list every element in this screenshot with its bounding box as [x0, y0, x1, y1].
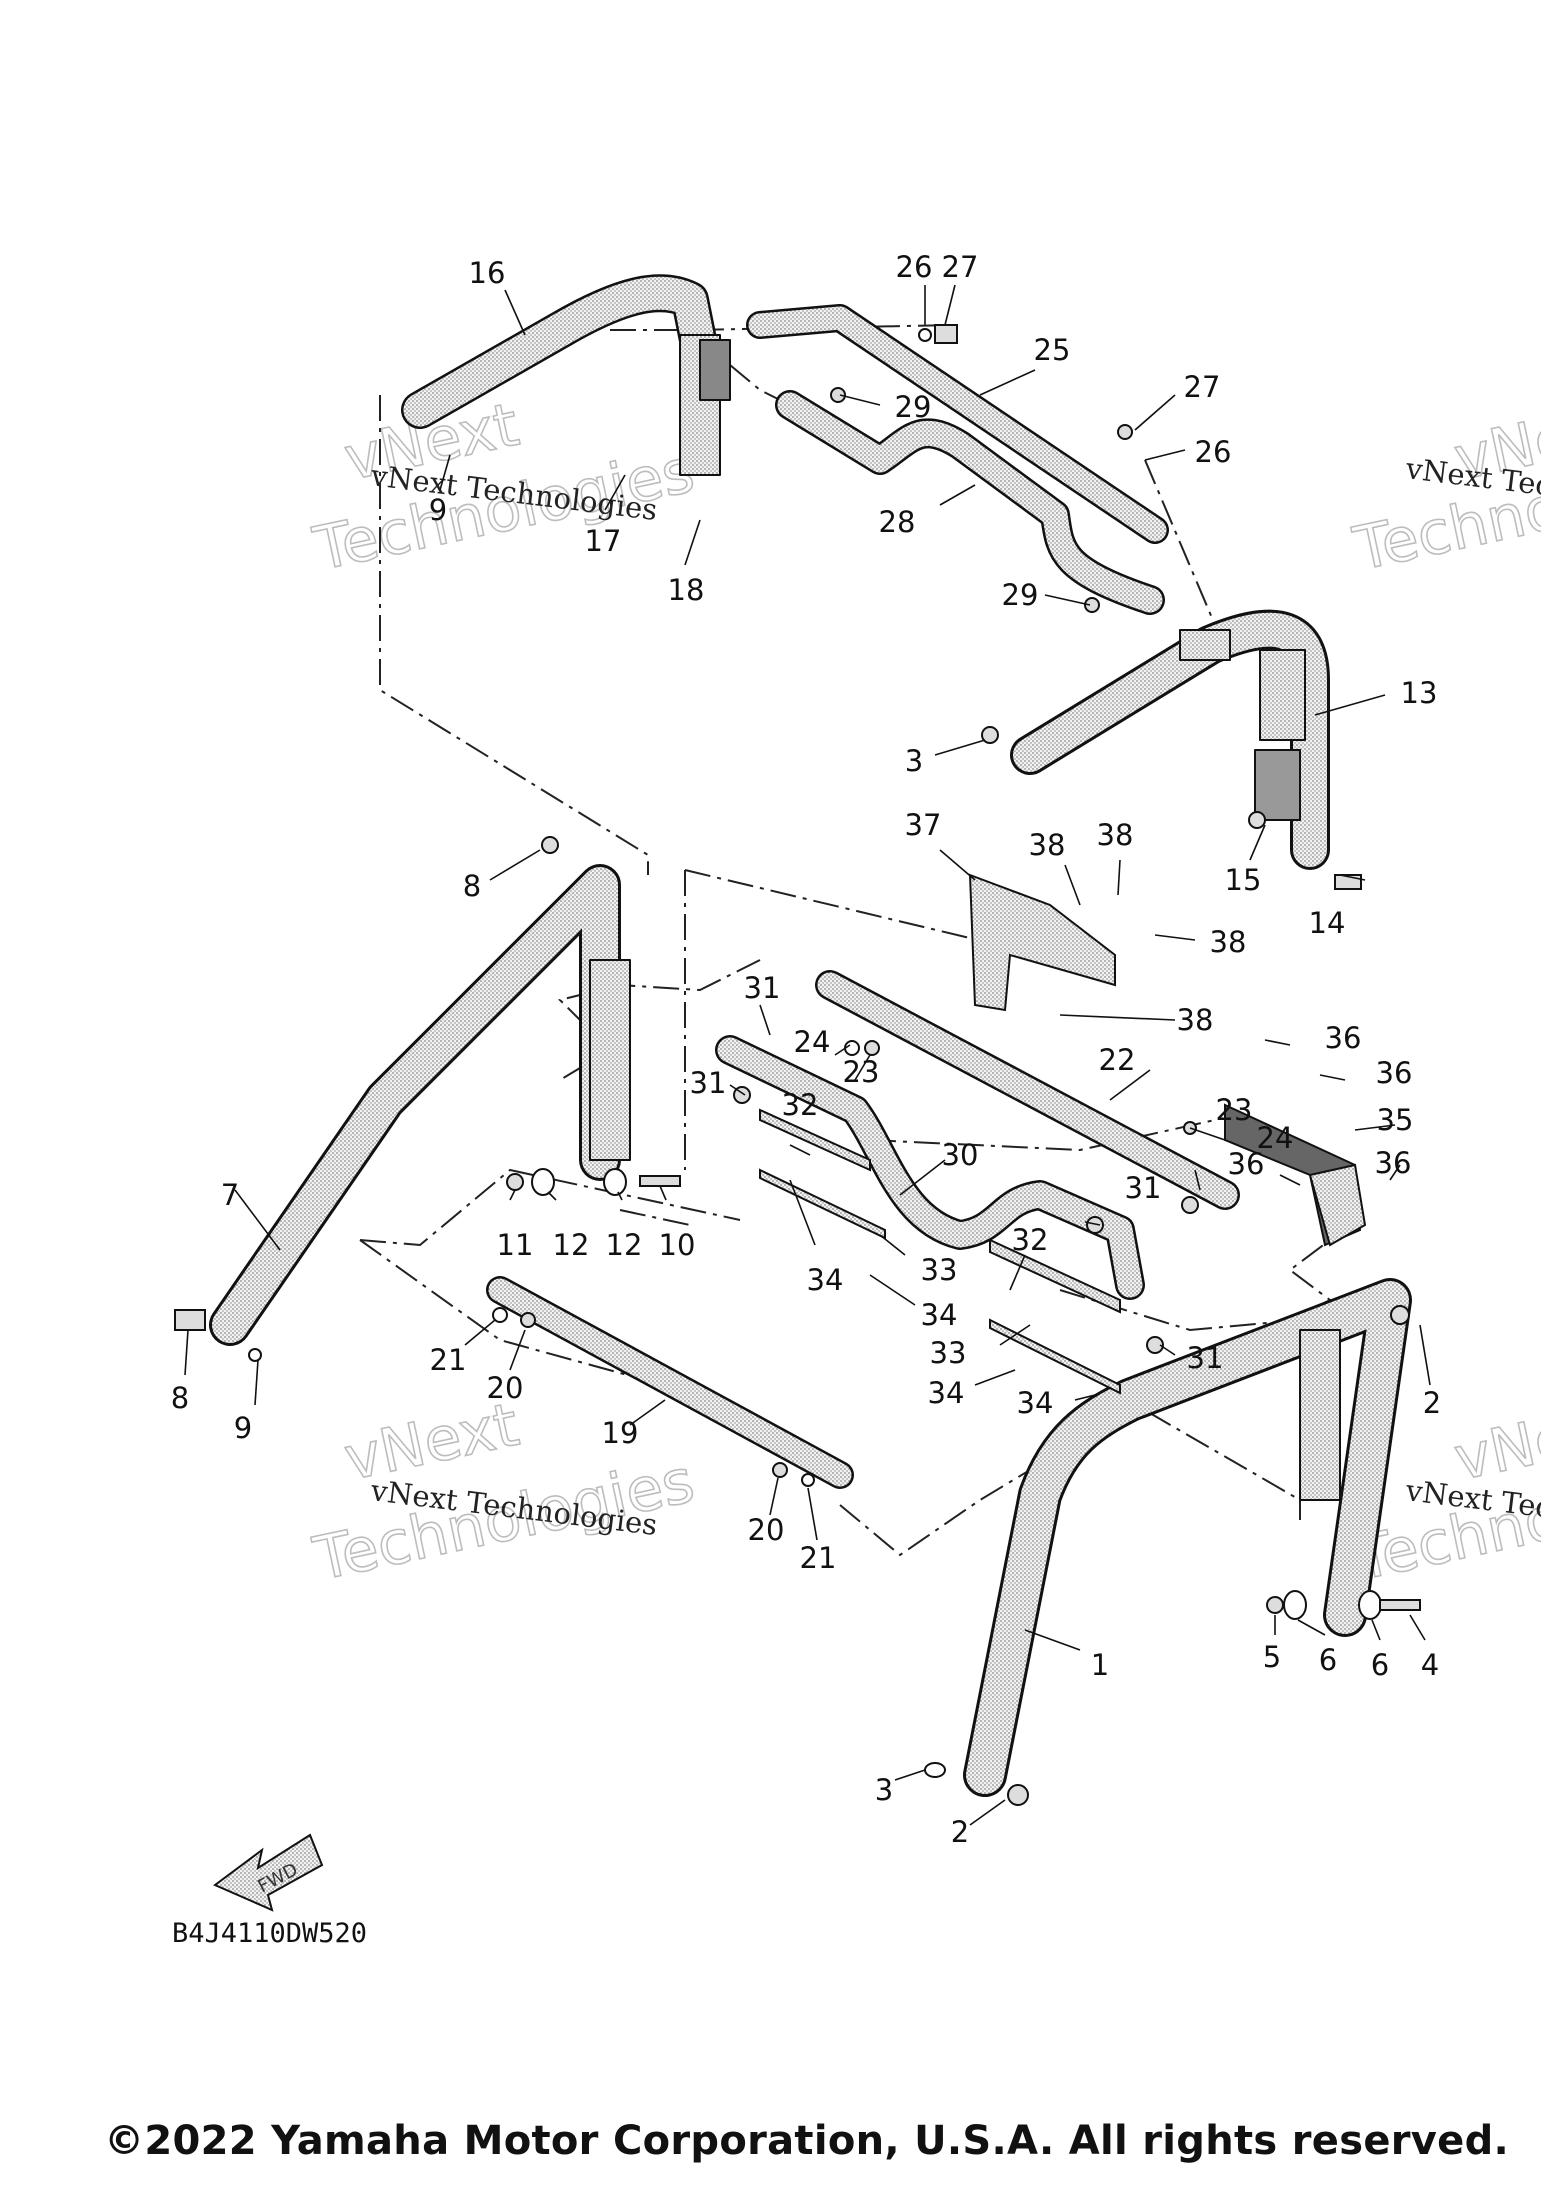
- callout-7: 7: [221, 1178, 239, 1212]
- callout-16: 16: [469, 256, 506, 290]
- callout-30: 30: [942, 1138, 979, 1172]
- fwd-arrow: FWD: [213, 1833, 324, 1912]
- part-37-bracket: [968, 873, 1116, 1012]
- callout-26: 26: [896, 250, 933, 284]
- callout-8: 8: [463, 869, 481, 903]
- callout-19: 19: [602, 1416, 639, 1450]
- callout-15: 15: [1225, 863, 1262, 897]
- callout-38: 38: [1029, 828, 1066, 862]
- callout-4: 4: [1421, 1648, 1439, 1682]
- callout-28: 28: [879, 505, 916, 539]
- part-32-strip: [989, 1238, 1121, 1314]
- part-1-rear-pillar: [963, 1278, 1412, 1797]
- callout-24: 24: [1257, 1121, 1294, 1155]
- copyright-notice: ©2022 Yamaha Motor Corporation, U.S.A. A…: [104, 2118, 1509, 2164]
- callout-32: 32: [1012, 1223, 1049, 1257]
- part-35-cover-side: [1308, 1163, 1367, 1247]
- callout-10: 10: [659, 1228, 696, 1262]
- watermark-big: vNext: [339, 1390, 525, 1495]
- callout-21: 21: [800, 1541, 837, 1575]
- callout-3: 3: [905, 744, 923, 778]
- callout-25: 25: [1034, 333, 1071, 367]
- callout-32: 32: [782, 1088, 819, 1122]
- callout-34: 34: [1017, 1386, 1054, 1420]
- callout-9: 9: [429, 493, 447, 527]
- callout-27: 27: [1184, 370, 1221, 404]
- callout-11: 11: [497, 1228, 534, 1262]
- callout-36: 36: [1376, 1056, 1413, 1090]
- part-32-strip: [759, 1108, 871, 1172]
- callout-26: 26: [1195, 435, 1232, 469]
- part-33-strip: [759, 1168, 886, 1240]
- callout-1: 1: [1091, 1648, 1109, 1682]
- part-25-roof-bar: [746, 304, 1169, 544]
- part-33-strip: [989, 1318, 1121, 1395]
- callout-36: 36: [1375, 1146, 1412, 1180]
- callout-33: 33: [930, 1336, 967, 1370]
- leader-lines: [184, 284, 1431, 1826]
- callout-2: 2: [951, 1815, 969, 1849]
- callout-36: 36: [1228, 1147, 1265, 1181]
- callout-37: 37: [905, 808, 942, 842]
- part-30-cross-bar: [715, 1035, 1145, 1300]
- callout-21: 21: [430, 1343, 467, 1377]
- part-13-rear-hoop: [1010, 609, 1330, 870]
- callout-34: 34: [928, 1376, 965, 1410]
- callout-13: 13: [1401, 676, 1438, 710]
- callout-35: 35: [1377, 1103, 1414, 1137]
- callout-9: 9: [234, 1411, 252, 1445]
- part-16-upper-bar: [401, 274, 731, 476]
- callout-34: 34: [921, 1298, 958, 1332]
- callout-38: 38: [1177, 1003, 1214, 1037]
- callout-31: 31: [1187, 1341, 1224, 1375]
- callout-31: 31: [690, 1066, 727, 1100]
- callout-8: 8: [171, 1381, 189, 1415]
- callout-14: 14: [1309, 906, 1346, 940]
- callout-6: 6: [1319, 1643, 1337, 1677]
- callout-24: 24: [794, 1025, 831, 1059]
- callout-38: 38: [1210, 925, 1247, 959]
- callout-38: 38: [1097, 818, 1134, 852]
- diagram-code: B4J4110DW520: [172, 1918, 367, 1949]
- callout-5: 5: [1263, 1640, 1281, 1674]
- tubes: [209, 274, 1412, 1797]
- callout-20: 20: [487, 1371, 524, 1405]
- callout-33: 33: [921, 1253, 958, 1287]
- callout-23: 23: [1216, 1093, 1253, 1127]
- callout-18: 18: [668, 573, 705, 607]
- callout-2: 2: [1423, 1386, 1441, 1420]
- callout-22: 22: [1099, 1043, 1136, 1077]
- callout-12: 12: [553, 1228, 590, 1262]
- part-28-roof-bar: [775, 390, 1165, 615]
- callout-27: 27: [942, 250, 979, 284]
- callout-36: 36: [1325, 1021, 1362, 1055]
- callout-23: 23: [843, 1055, 880, 1089]
- callout-20: 20: [748, 1513, 785, 1547]
- part-7-front-pillar: [209, 864, 631, 1346]
- callout-6: 6: [1371, 1648, 1389, 1682]
- part-19-lower-bar: [486, 1276, 854, 1489]
- callouts: 16 26 27 25 29 27 26 9 17 18 28 29 13 3 …: [171, 250, 1441, 1849]
- fwd-arrow-icon: [213, 1833, 324, 1912]
- callout-29: 29: [1002, 578, 1039, 612]
- hardware: [174, 324, 1421, 1806]
- part-22-cross-bar: [815, 970, 1240, 1210]
- callout-12: 12: [606, 1228, 643, 1262]
- callout-31: 31: [1125, 1171, 1162, 1205]
- callout-29: 29: [895, 390, 932, 424]
- callout-34: 34: [807, 1263, 844, 1297]
- callout-17: 17: [585, 524, 622, 558]
- callout-31: 31: [744, 971, 781, 1005]
- callout-3: 3: [875, 1773, 893, 1807]
